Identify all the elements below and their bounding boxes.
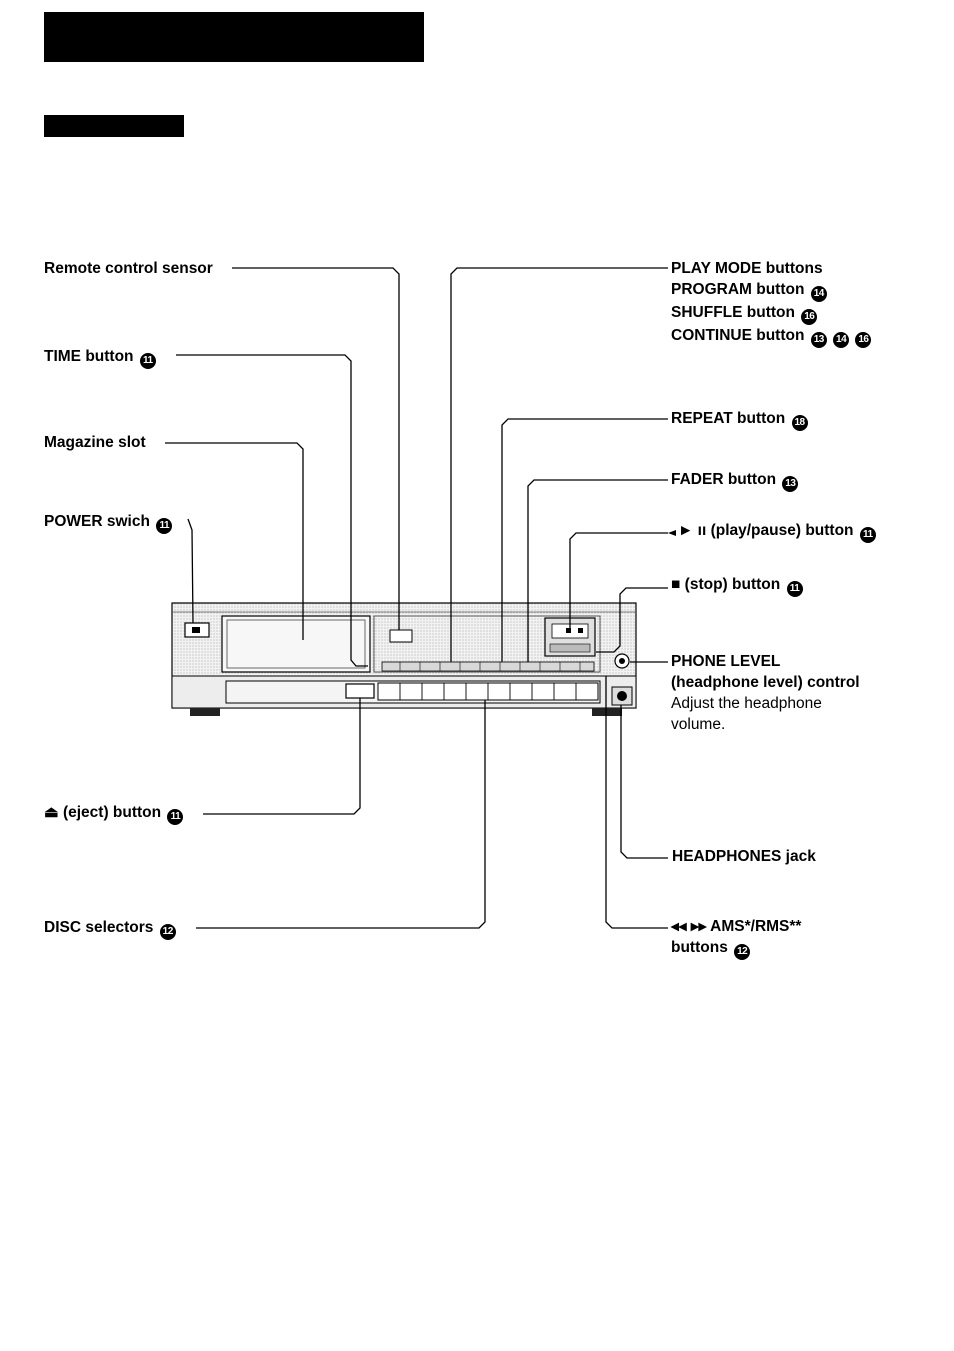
headphones-jack-text: HEADPHONES jack: [672, 848, 816, 865]
program-button-text: PROGRAM button: [671, 281, 805, 298]
time-button-label: TIME button 11: [44, 346, 156, 369]
play-mode-label: PLAY MODE buttons PROGRAM button 14 SHUF…: [671, 258, 872, 348]
continue-button-line: CONTINUE button 13 14 16: [671, 325, 872, 348]
ref-11-badge: 11: [156, 518, 173, 534]
cd-player-front-panel: [171, 602, 637, 716]
magazine-slot-text: Magazine slot: [44, 434, 146, 451]
phone-level-title: PHONE LEVEL: [671, 653, 781, 670]
continue-button-text: CONTINUE button: [671, 327, 805, 344]
fader-button-label: FADER button 13: [671, 469, 799, 492]
ref-14-badge: 14: [833, 332, 850, 348]
leader-lines: [165, 267, 668, 929]
ref-18-badge: 18: [791, 415, 808, 431]
power-switch-label: POWER swich 11: [44, 511, 173, 534]
remote-sensor-text: Remote control sensor: [44, 260, 213, 277]
fader-button-text: FADER button: [671, 471, 777, 488]
ref-11-badge: 11: [859, 527, 876, 543]
power-switch-text: POWER swich: [44, 513, 150, 530]
ams-rms-buttons-text: buttons: [671, 939, 728, 956]
ref-11-badge: 11: [139, 353, 156, 369]
play-mode-text: PLAY MODE buttons: [671, 260, 823, 277]
repeat-button-text: REPEAT button: [671, 410, 786, 427]
phone-level-desc-1: Adjust the headphone: [671, 695, 822, 712]
ref-12-badge: 12: [159, 924, 176, 940]
phone-level-desc-2: volume.: [671, 716, 726, 733]
shuffle-button-text: SHUFFLE button: [671, 304, 795, 321]
ref-13-badge: 13: [782, 476, 799, 492]
subtitle-bar: [44, 115, 184, 137]
headphones-jack-label: HEADPHONES jack: [672, 846, 816, 867]
repeat-button-label: REPEAT button 18: [671, 408, 808, 431]
ref-16-badge: 16: [801, 309, 818, 325]
eject-button-text: ⏏ (eject) button: [44, 804, 162, 821]
ref-16-badge: 16: [855, 332, 872, 348]
shuffle-button-line: SHUFFLE button 16: [671, 302, 871, 325]
eject-button-label: ⏏ (eject) button 11: [44, 802, 184, 825]
ams-rms-text: ◂◂ ▸▸ AMS*/RMS**: [671, 918, 802, 935]
title-bar: [44, 12, 424, 62]
stop-button-label: ■ (stop) button 11: [671, 574, 803, 597]
remote-sensor-label: Remote control sensor: [44, 258, 213, 279]
stop-button-text: ■ (stop) button: [671, 576, 781, 593]
ref-14-badge: 14: [810, 286, 827, 302]
disc-selectors-label: DISC selectors 12: [44, 917, 176, 940]
phone-level-label: PHONE LEVEL (headphone level) control Ad…: [671, 651, 860, 735]
disc-selectors-text: DISC selectors: [44, 919, 154, 936]
ref-11-badge: 11: [167, 809, 184, 825]
ref-12-badge: 12: [734, 944, 751, 960]
magazine-slot-label: Magazine slot: [44, 432, 146, 453]
ref-13-badge: 13: [810, 332, 827, 348]
play-pause-text: ► ıı (play/pause) button: [678, 522, 854, 539]
ams-rms-buttons-line: buttons 12: [671, 937, 801, 960]
ams-rms-label: ◂◂ ▸▸ AMS*/RMS** buttons 12: [671, 916, 801, 960]
phone-level-subtitle: (headphone level) control: [671, 674, 860, 691]
program-button-line: PROGRAM button 14: [671, 279, 871, 302]
ref-11-badge: 11: [786, 581, 803, 597]
time-button-text: TIME button: [44, 348, 134, 365]
play-pause-label: ► ıı (play/pause) button 11: [678, 520, 876, 543]
